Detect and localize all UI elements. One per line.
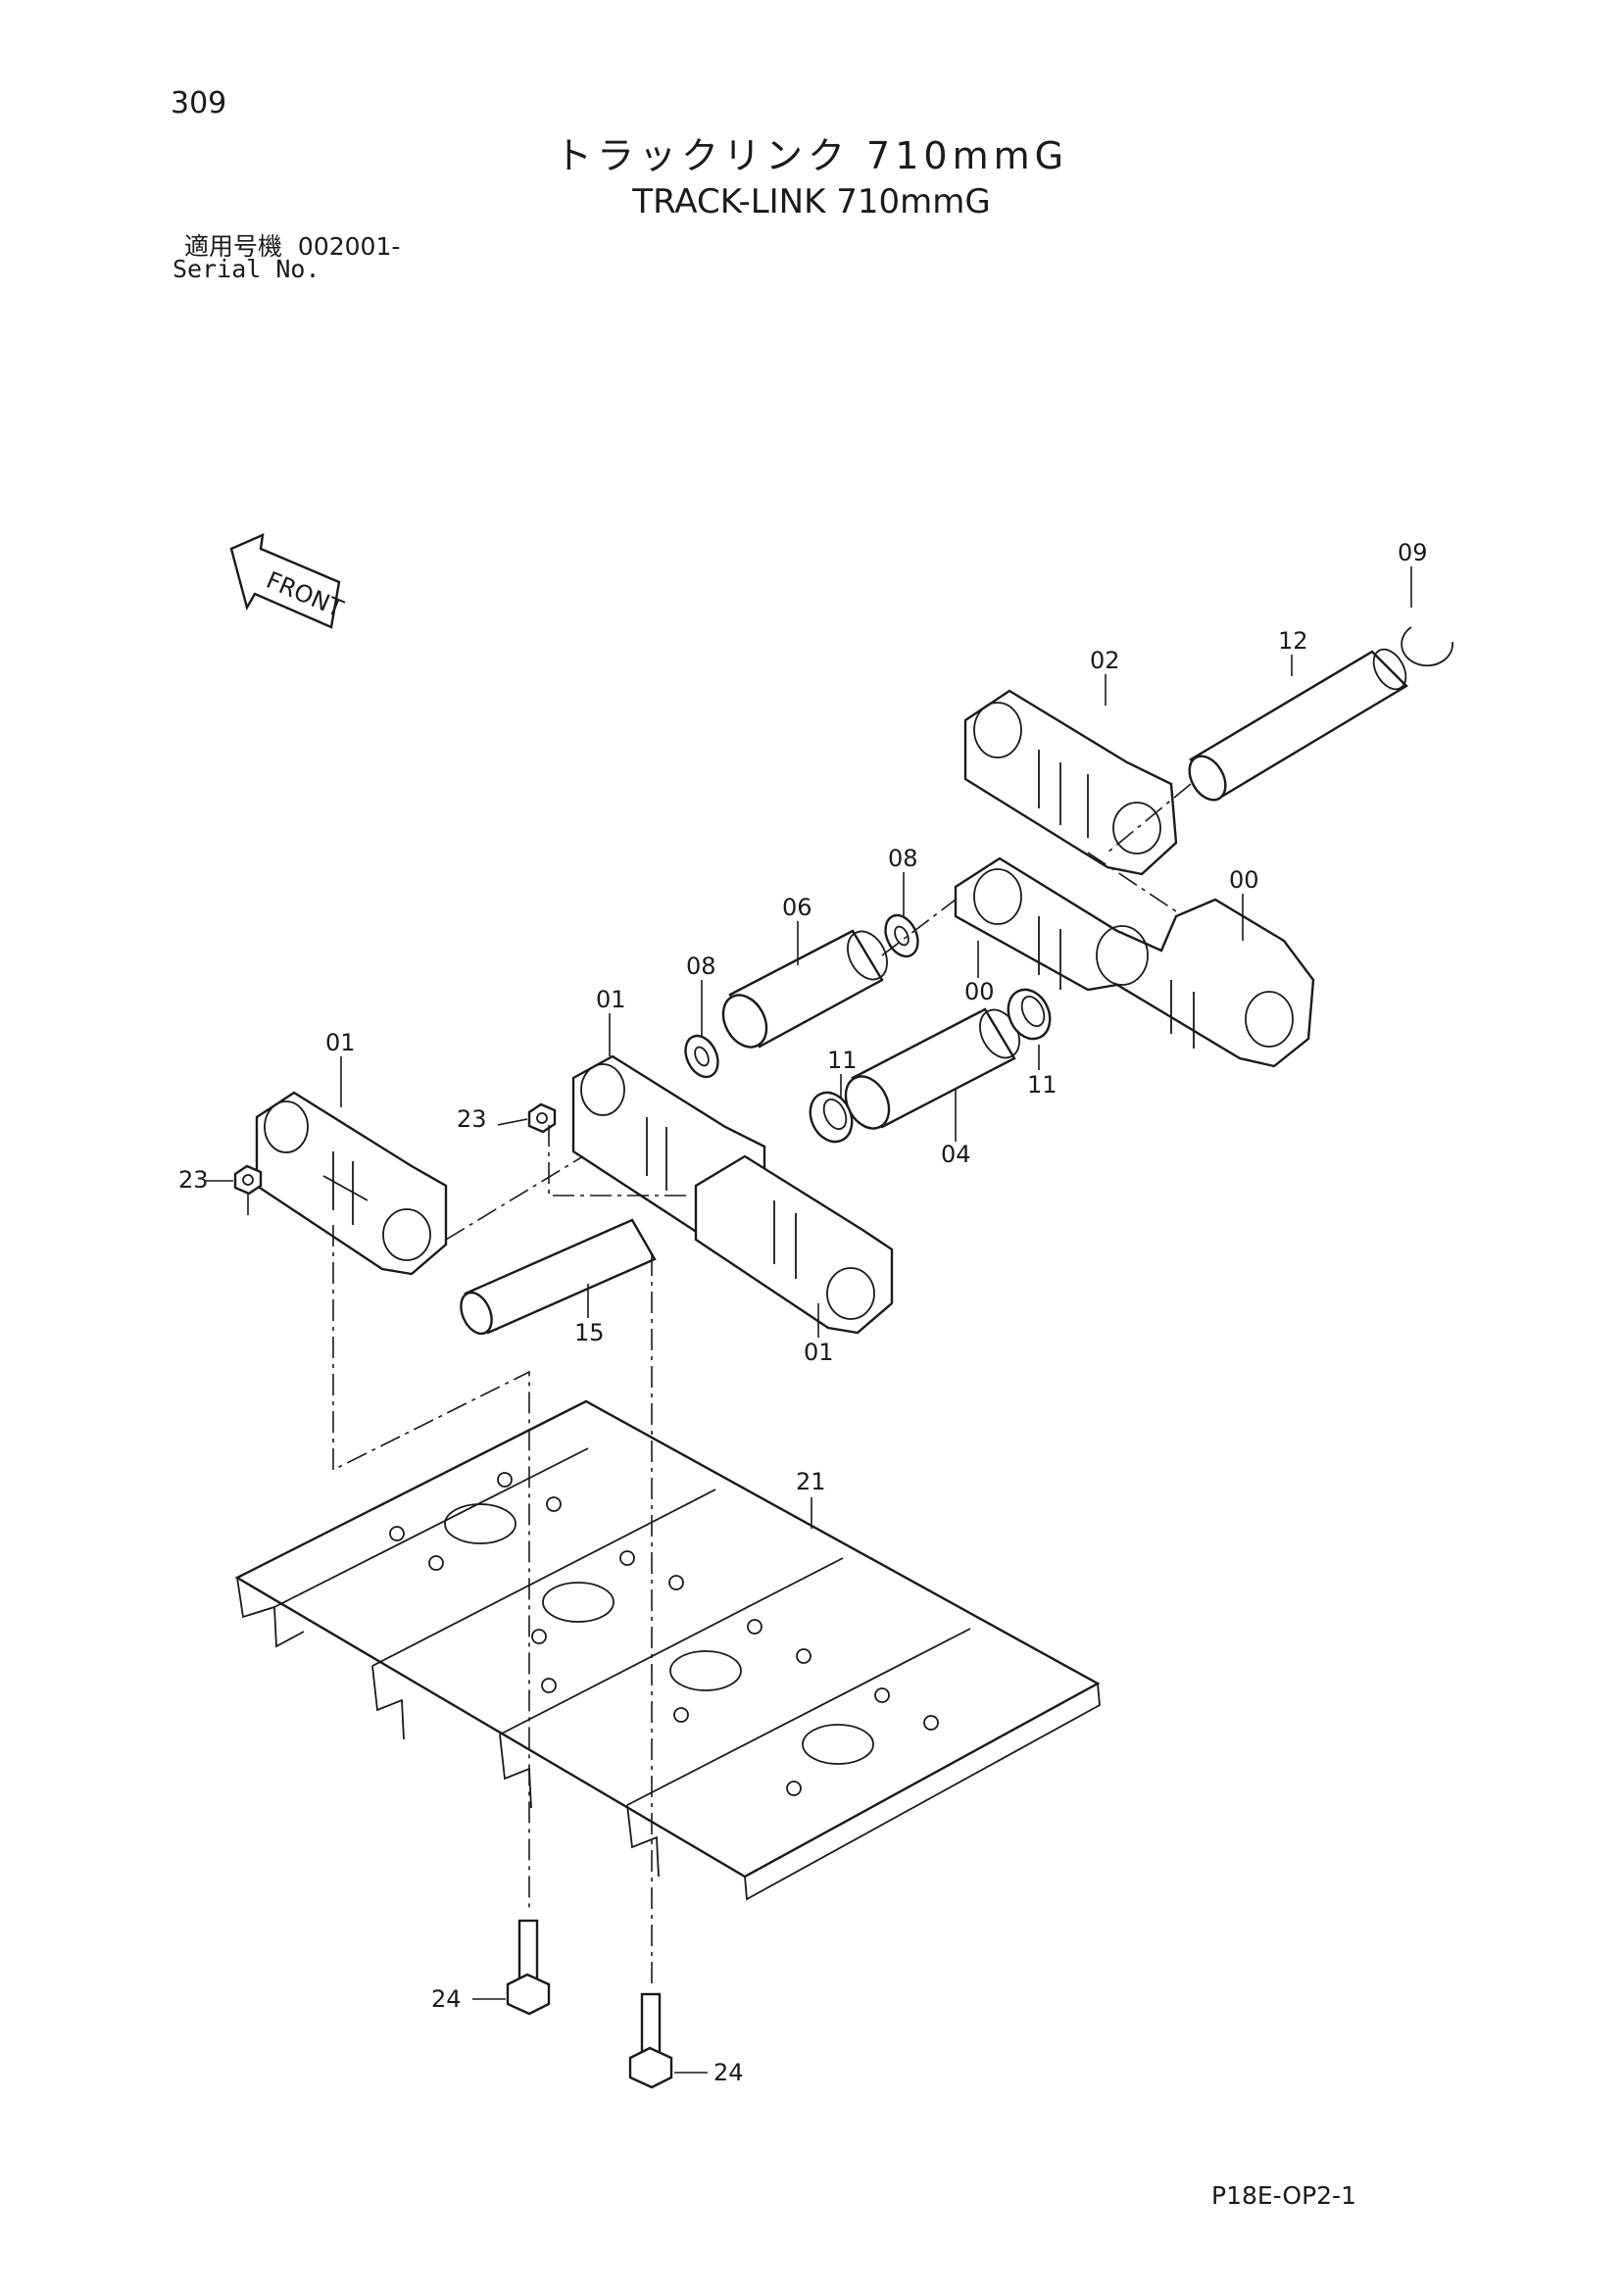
pin-15 [460,1218,657,1336]
washer-08-lower [684,1034,719,1079]
callout-01-middle: 01 [596,986,626,1013]
callout-21: 21 [796,1468,826,1495]
callout-08-lower: 08 [686,953,716,980]
diagram-title-japanese: トラックリンク 710mmG [554,134,1069,177]
serial-label-japanese: 適用号機 [184,232,283,261]
callout-06: 06 [782,894,812,921]
page-number: 309 [171,86,227,121]
washer-08-lower-hole [694,1046,710,1067]
document-code: P18E-OP2-1 [1211,2181,1356,2210]
callout-01-lower: 01 [804,1339,834,1366]
track-shoe-plate [234,1399,1101,1901]
callout-23-left: 23 [178,1166,209,1194]
serial-applicability: 適用号機 002001- [184,227,400,263]
nut-23-left [233,1164,263,1196]
track-link-00 [954,856,1315,1068]
callout-09: 09 [1398,539,1428,566]
seal-11-right-inner [1020,995,1046,1028]
callout-04: 04 [941,1141,971,1168]
serial-value: 002001- [297,232,401,261]
track-link-02 [963,689,1178,876]
assembly-line-links [1087,852,1177,912]
assembly-line-washer [881,899,957,956]
leader-lines [206,566,1412,2074]
assembly-line-pin12 [1107,783,1192,854]
assembly-line-nut [548,1125,686,1197]
track-link-01-left [255,1091,448,1276]
washer-08-upper-hole [894,925,910,947]
track-pin-12 [1188,648,1408,802]
assembly-line-left [332,1225,530,1911]
assembly-line-pin [445,1155,584,1241]
seal-11-left-inner [822,1098,848,1131]
track-link-01-lower [694,1154,894,1335]
diagram-title-english: TRACK-LINK 710mmG [632,182,991,221]
callout-23-middle: 23 [457,1105,487,1133]
serial-label-english: Serial No. [172,255,320,283]
nut-23-middle [527,1102,557,1134]
seal-11-right [1007,988,1052,1041]
callout-11-right: 11 [1027,1071,1057,1099]
front-arrow-icon: FRONT [229,533,347,629]
bolt-24-right [628,1992,673,2089]
callout-24-right: 24 [713,2059,744,2086]
bushing-04 [844,1007,1020,1130]
snap-ring-09 [1401,626,1453,667]
callout-12: 12 [1278,627,1308,655]
callout-02: 02 [1090,647,1120,674]
callout-00-left: 00 [964,978,995,1005]
bushing-06 [721,929,888,1049]
callout-01-left: 01 [325,1029,356,1056]
callout-08-upper: 08 [888,845,918,872]
callout-24-left: 24 [431,1985,462,2013]
bolt-24-left [506,1919,551,2016]
callout-11-left: 11 [827,1047,858,1074]
callout-00-right: 00 [1229,866,1259,894]
callout-15: 15 [574,1319,605,1346]
